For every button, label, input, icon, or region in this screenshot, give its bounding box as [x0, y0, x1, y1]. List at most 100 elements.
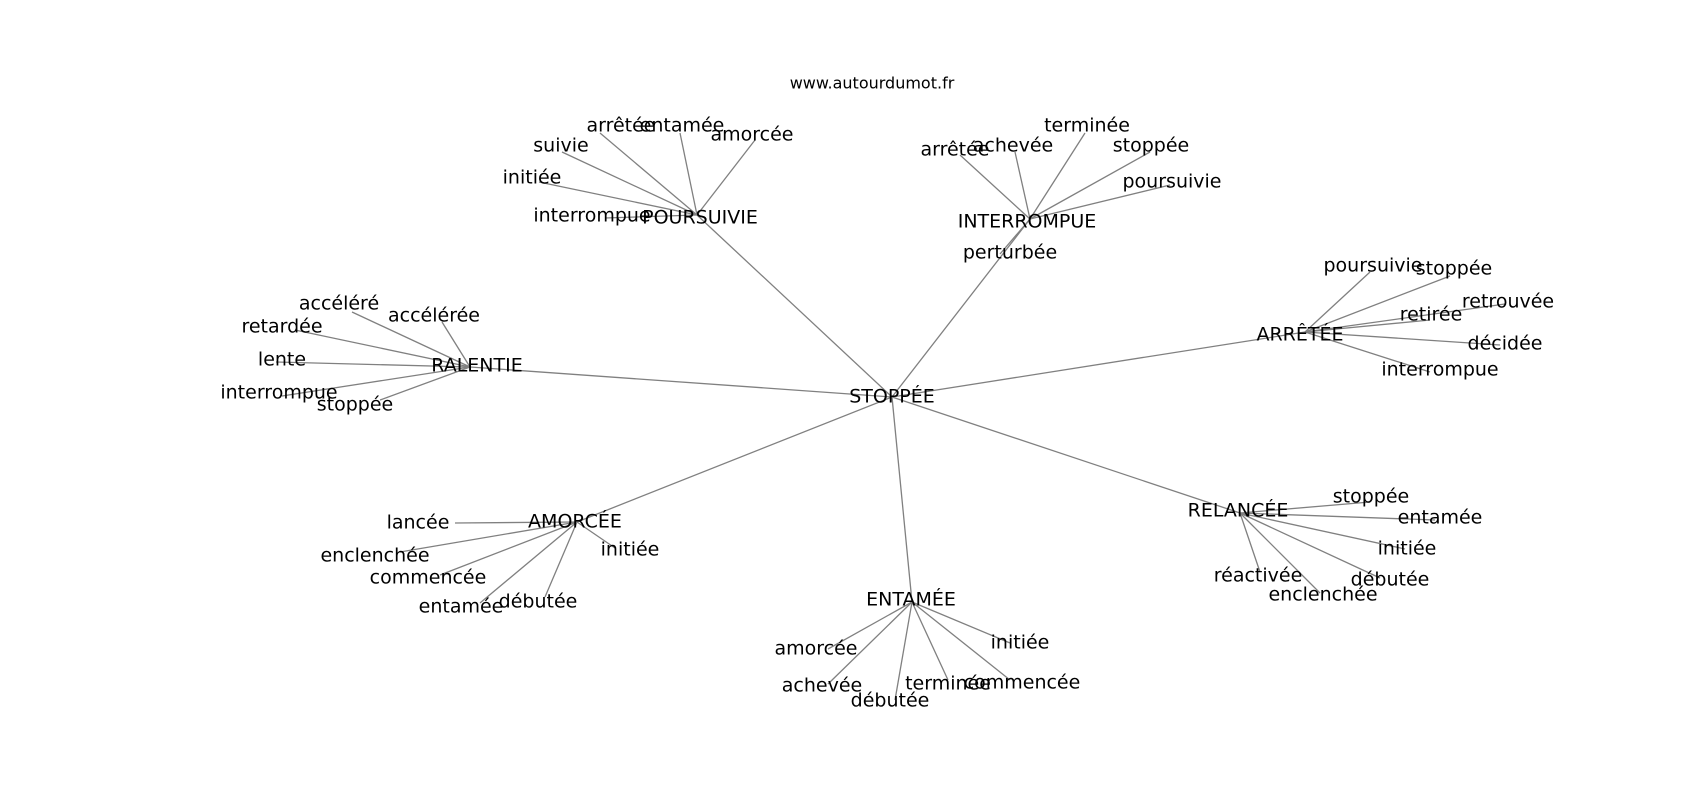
edge-center-arretee	[891, 331, 1306, 398]
edge-poursuivie-0	[599, 132, 698, 216]
leaf-node-interrompue-0[interactable]: arrêtée	[920, 139, 989, 161]
leaf-node-entamee-5[interactable]: débutée	[851, 690, 930, 712]
edge-relancee-5	[1239, 512, 1321, 594]
edge-relancee-4	[1239, 512, 1381, 579]
leaf-node-ralentie-3[interactable]: lente	[258, 349, 306, 371]
leaf-node-arretee-1[interactable]: stoppée	[1416, 258, 1492, 280]
edge-poursuivie-2	[696, 139, 756, 216]
edges	[275, 132, 1506, 701]
leaf-node-amorcee-1[interactable]: enclenchée	[320, 545, 429, 567]
leaf-node-poursuivie-0[interactable]: arrêtée	[586, 115, 655, 137]
leaf-node-relancee-5[interactable]: enclenchée	[1268, 584, 1377, 606]
leaf-node-amorcee-0[interactable]: lancée	[387, 512, 450, 534]
labels: arrêtéeentaméeamorcéesuivieinitiéeinterr…	[220, 115, 1554, 712]
site-url[interactable]: www.autourdumot.fr	[790, 74, 955, 93]
leaf-node-amorcee-3[interactable]: commencée	[370, 567, 487, 589]
leaf-node-entamee-4[interactable]: commencée	[964, 672, 1081, 694]
leaf-node-arretee-0[interactable]: poursuivie	[1324, 255, 1423, 277]
leaf-node-poursuivie-3[interactable]: suivie	[533, 135, 588, 157]
edge-interrompue-3	[1029, 151, 1151, 220]
leaf-node-interrompue-5[interactable]: perturbée	[963, 242, 1057, 264]
edge-entamee-4	[911, 601, 1011, 681]
leaf-node-ralentie-0[interactable]: accéléré	[299, 293, 379, 315]
center-node[interactable]: STOPPÉE	[849, 385, 935, 408]
edge-center-ralentie	[469, 366, 893, 398]
leaf-node-arretee-5[interactable]: interrompue	[1381, 359, 1498, 381]
edge-relancee-1	[1239, 512, 1436, 521]
edge-ralentie-4	[281, 366, 471, 397]
edge-amorcee-2	[576, 521, 616, 549]
hub-node-entamee[interactable]: ENTAMÉE	[866, 588, 956, 611]
edge-relancee-0	[1239, 501, 1371, 514]
leaf-node-poursuivie-5[interactable]: interrompue	[533, 205, 650, 227]
leaf-node-interrompue-4[interactable]: poursuivie	[1123, 171, 1222, 193]
edge-amorcee-3	[439, 521, 578, 576]
hub-node-ralentie[interactable]: RALENTIE	[431, 355, 522, 377]
leaf-node-entamee-0[interactable]: amorcée	[775, 638, 858, 660]
leaf-node-relancee-2[interactable]: initiée	[1378, 538, 1437, 560]
leaf-node-arretee-3[interactable]: retirée	[1400, 304, 1463, 326]
leaf-node-relancee-1[interactable]: entamée	[1398, 507, 1483, 529]
edge-ralentie-3	[275, 361, 471, 368]
edge-ralentie-0	[351, 311, 471, 368]
leaf-node-poursuivie-2[interactable]: amorcée	[711, 124, 794, 146]
leaf-node-ralentie-5[interactable]: stoppée	[317, 394, 393, 416]
leaf-node-arretee-2[interactable]: retrouvée	[1462, 291, 1554, 313]
leaf-node-amorcee-2[interactable]: initiée	[601, 539, 660, 561]
edge-entamee-2	[827, 601, 913, 685]
leaf-node-entamee-3[interactable]: terminée	[905, 673, 991, 695]
edge-amorcee-0	[454, 521, 578, 524]
hub-node-arretee[interactable]: ARRÊTÉE	[1256, 323, 1343, 346]
leaf-node-poursuivie-1[interactable]: entamée	[640, 115, 725, 137]
leaf-node-ralentie-1[interactable]: accélérée	[388, 305, 480, 327]
edge-arretee-5	[1304, 331, 1431, 373]
edge-arretee-0	[1304, 271, 1371, 333]
edge-relancee-3	[1239, 512, 1261, 573]
leaf-node-interrompue-2[interactable]: terminée	[1044, 115, 1130, 137]
leaf-node-relancee-3[interactable]: réactivée	[1214, 565, 1303, 587]
leaf-node-amorcee-5[interactable]: débutée	[499, 591, 578, 613]
edge-center-interrompue	[891, 218, 1031, 398]
hub-node-relancee[interactable]: RELANCÉE	[1188, 499, 1289, 522]
edge-ralentie-5	[379, 366, 471, 401]
edge-interrompue-0	[959, 154, 1031, 220]
leaf-node-entamee-1[interactable]: initiée	[991, 632, 1050, 654]
leaf-node-ralentie-2[interactable]: retardée	[241, 316, 322, 338]
leaf-node-interrompue-3[interactable]: stoppée	[1113, 135, 1189, 157]
edge-entamee-1	[911, 601, 1011, 644]
edge-center-relancee	[891, 396, 1241, 514]
edge-center-poursuivie	[696, 214, 893, 398]
edge-poursuivie-5	[604, 214, 698, 219]
edge-arretee-3	[1304, 319, 1431, 333]
edge-entamee-3	[911, 601, 949, 681]
edge-entamee-0	[827, 601, 913, 650]
edge-poursuivie-3	[561, 151, 698, 216]
edge-interrompue-4	[1029, 184, 1171, 220]
hub-node-poursuivie[interactable]: POURSUIVIE	[642, 207, 758, 229]
edge-arretee-1	[1304, 275, 1451, 333]
leaf-node-poursuivie-4[interactable]: initiée	[503, 167, 562, 189]
edge-arretee-4	[1304, 331, 1501, 346]
leaf-node-arretee-4[interactable]: décidée	[1468, 333, 1543, 355]
leaf-node-entamee-2[interactable]: achevée	[782, 675, 862, 697]
hub-node-amorcee[interactable]: AMORCÉE	[528, 510, 622, 533]
edge-center-amorcee	[576, 396, 893, 523]
edge-amorcee-4	[479, 521, 578, 604]
leaf-node-ralentie-4[interactable]: interrompue	[220, 382, 337, 404]
edge-ralentie-2	[294, 329, 471, 368]
edge-entamee-5	[894, 601, 913, 701]
edge-amorcee-5	[544, 521, 578, 598]
edge-interrompue-5	[999, 218, 1031, 255]
leaf-node-interrompue-1[interactable]: achevée	[973, 135, 1053, 157]
leaf-node-relancee-4[interactable]: débutée	[1351, 569, 1430, 591]
edge-poursuivie-1	[679, 132, 698, 216]
edge-poursuivie-4	[538, 181, 698, 216]
hub-node-interrompue[interactable]: INTERROMPUE	[958, 211, 1097, 233]
leaf-node-relancee-0[interactable]: stoppée	[1333, 486, 1409, 508]
edge-interrompue-2	[1029, 132, 1086, 220]
edge-amorcee-1	[399, 521, 578, 553]
leaf-node-amorcee-4[interactable]: entamée	[419, 596, 504, 618]
edge-interrompue-1	[1014, 151, 1031, 220]
edge-center-entamee	[891, 396, 913, 603]
